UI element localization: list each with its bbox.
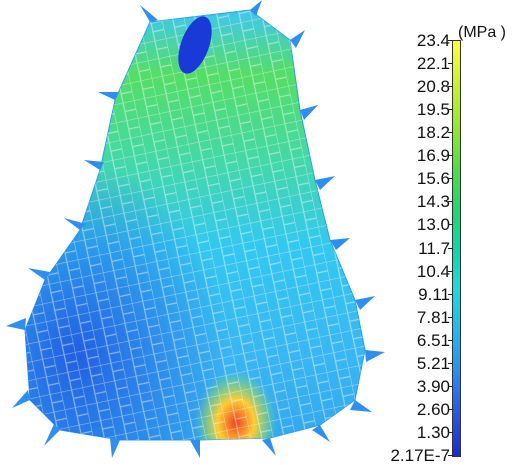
- legend-tick-mark: [448, 339, 453, 341]
- legend-tick-label: 13.0: [416, 215, 450, 235]
- legend-tick-label: 3.90: [416, 376, 450, 396]
- model-body: [24, 9, 366, 441]
- legend-tick-mark: [448, 201, 453, 203]
- legend-tick-mark: [448, 40, 453, 41]
- legend-tick-mark: [448, 247, 453, 249]
- legend-tick-label: 2.17E-7: [390, 446, 450, 465]
- legend-tick-mark: [448, 178, 453, 180]
- legend-tick-mark: [448, 63, 453, 65]
- legend-tick-mark: [448, 109, 453, 111]
- legend-tick-label: 22.1: [416, 54, 450, 74]
- mesh-spikes: [6, 0, 385, 458]
- legend-tick-mark: [448, 362, 453, 364]
- top-hole: [178, 16, 212, 74]
- legend-tick-mark: [448, 455, 453, 456]
- legend-tick-label: 19.5: [416, 100, 450, 120]
- legend-tick-label: 11.7: [418, 238, 450, 258]
- legend-tick-label: 18.2: [416, 123, 450, 143]
- legend-tick-label: 10.4: [416, 261, 450, 281]
- legend-tick-label: 15.6: [416, 169, 450, 189]
- legend-tick-mark: [448, 155, 453, 157]
- legend-tick-mark: [448, 408, 453, 410]
- legend-tick-label: 20.8: [416, 77, 450, 97]
- legend-tick-mark: [448, 385, 453, 387]
- legend-tick-label: 6.51: [416, 330, 450, 350]
- legend-unit-label: (MPa ): [458, 24, 506, 41]
- legend-tick-mark: [448, 316, 453, 318]
- legend-tick-label: 16.9: [416, 146, 450, 166]
- legend-tick-mark: [448, 86, 453, 88]
- legend-tick-mark: [448, 224, 453, 226]
- legend-tick-label: 9.11: [418, 284, 450, 304]
- legend-tick-label: 5.21: [416, 353, 450, 373]
- legend-tick-label: 14.3: [416, 192, 450, 212]
- legend-tick-label: 2.60: [416, 399, 450, 419]
- legend-tick-label: 1.30: [416, 422, 450, 442]
- color-legend: (MPa ) 23.4 22.1 20.8 19.5 18.2 16.9 15.6 14.3 1…: [390, 0, 528, 464]
- legend-tick-label: 23.4: [416, 31, 450, 50]
- legend-tick-mark: [448, 270, 453, 272]
- legend-tick-label: 7.81: [416, 307, 450, 327]
- stress-contour-model: [6, 0, 385, 458]
- legend-colorbar: [452, 40, 461, 457]
- legend-tick-mark: [448, 431, 453, 433]
- legend-tick-mark: [448, 293, 453, 295]
- legend-tick-mark: [448, 132, 453, 134]
